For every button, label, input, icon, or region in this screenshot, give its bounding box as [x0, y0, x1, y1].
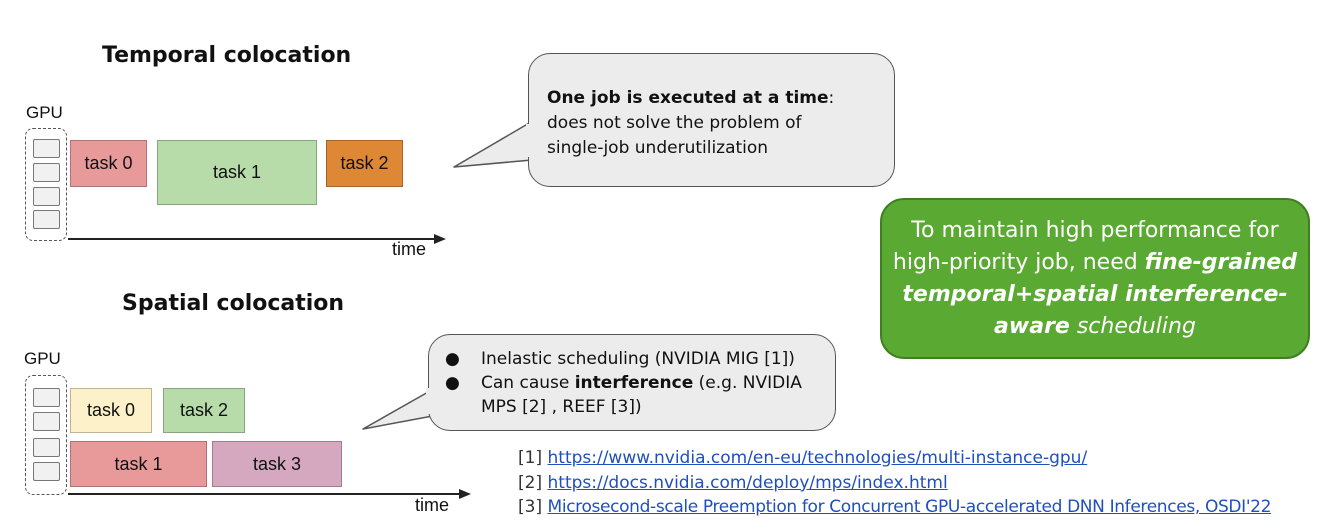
reference-1: [1] https://www.nvidia.com/en-eu/technol…	[518, 448, 1088, 468]
temporal-task-2: task 2	[326, 140, 403, 187]
spatial-task-1: task 1	[70, 441, 207, 487]
temporal-gpu-box	[25, 128, 67, 241]
spatial-time-label: time	[415, 495, 450, 515]
spatial-heading: Spatial colocation	[122, 291, 345, 316]
temporal-heading: Temporal colocation	[102, 43, 352, 68]
gpu-slot	[33, 139, 60, 158]
references: [1] https://www.nvidia.com/en-eu/technol…	[518, 446, 1271, 520]
reference-2: [2] https://docs.nvidia.com/deploy/mps/i…	[518, 472, 948, 493]
bubble-1-line2: does not solve the problem of	[547, 113, 802, 133]
spatial-gpu-box	[25, 375, 67, 495]
spatial-gpu-label: GPU	[24, 349, 61, 368]
reference-link-2[interactable]: https://docs.nvidia.com/deploy/mps/index…	[547, 472, 948, 493]
spatial-task-0: task 0	[70, 388, 152, 433]
gpu-slot	[33, 412, 60, 431]
spatial-task-3: task 3	[212, 441, 342, 487]
temporal-time-axis	[68, 234, 446, 244]
bubble-1-line3: single-job underutilization	[547, 138, 769, 158]
spatial-time-axis	[68, 489, 471, 499]
temporal-time-label: time	[392, 239, 427, 259]
gpu-slot	[33, 187, 60, 206]
bubble-2-seam	[426, 388, 432, 414]
gpu-slot	[33, 388, 60, 407]
gpu-slot	[33, 210, 60, 229]
temporal-task-1: task 1	[157, 140, 317, 205]
bubble-2-item-1: ●Inelastic scheduling (NVIDIA MIG [1])	[445, 349, 795, 369]
bubble-1-seam	[526, 124, 532, 157]
gpu-slot	[33, 438, 60, 457]
bubble-2-list: ●Inelastic scheduling (NVIDIA MIG [1]) ●…	[443, 347, 825, 419]
reference-link-3[interactable]: Microsecond-scale Preemption for Concurr…	[547, 497, 1272, 517]
reference-link-1[interactable]: https://www.nvidia.com/en-eu/technologie…	[547, 448, 1088, 468]
temporal-gpu-label: GPU	[26, 103, 63, 122]
bubble-1-bold: One job is executed at a time	[547, 88, 829, 108]
reference-3: [3] Microsecond-scale Preemption for Con…	[518, 497, 1272, 517]
temporal-task-0: task 0	[70, 140, 147, 187]
gpu-slot	[33, 462, 60, 481]
bubble-one-job: One job is executed at a time: does not …	[528, 53, 895, 187]
callout-box: To maintain high performance for high-pr…	[880, 198, 1310, 359]
gpu-slot	[33, 163, 60, 182]
bubble-spatial-notes: ●Inelastic scheduling (NVIDIA MIG [1]) ●…	[428, 334, 836, 431]
spatial-task-2: task 2	[163, 388, 245, 433]
bubble-1-text: One job is executed at a time: does not …	[547, 88, 835, 158]
callout-text: To maintain high performance for high-pr…	[892, 217, 1298, 339]
